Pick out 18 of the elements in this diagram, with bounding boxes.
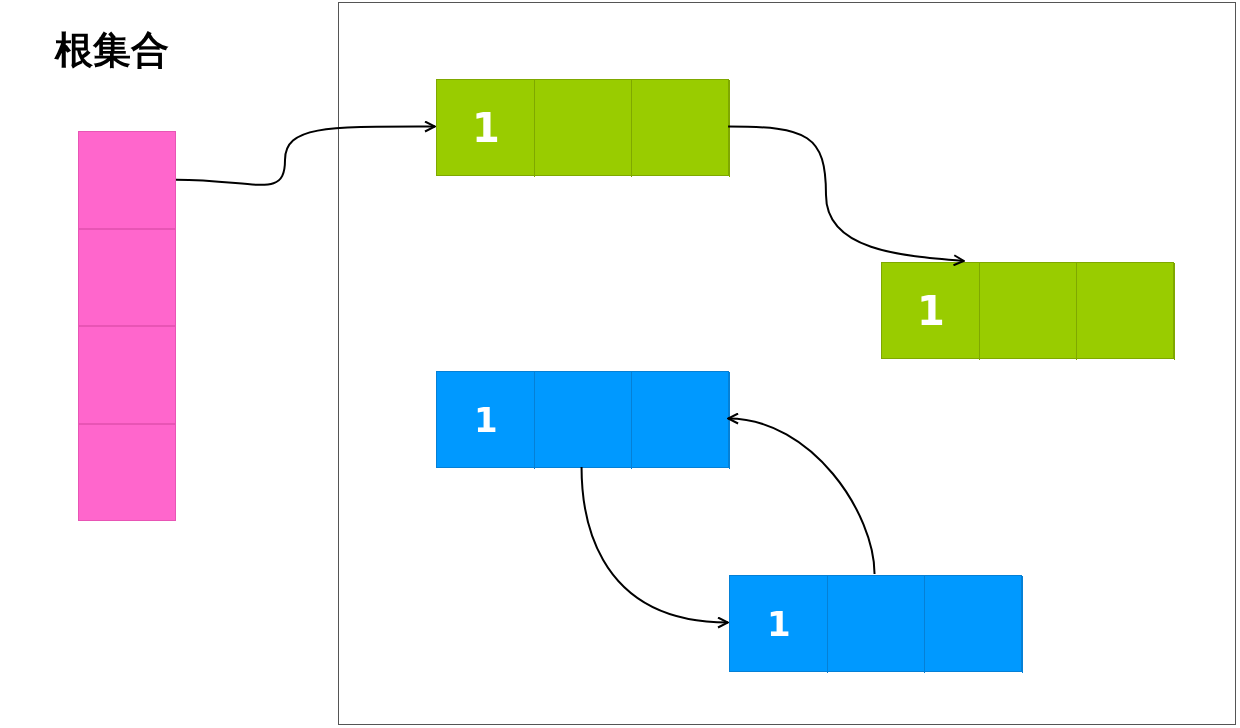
ref-count: 1 [766,603,792,646]
object-block [436,79,729,176]
ref-count: 1 [473,399,499,442]
heap-panel [338,2,1236,725]
object-block [729,575,1022,672]
reference-arrow [727,125,965,267]
reference-arrow [580,466,729,628]
root-slot [78,228,176,326]
object-block [881,262,1174,359]
reference-arrow [175,120,436,186]
root-slot [78,326,176,424]
root-slot [78,131,176,229]
group-heading: 根集合 [55,28,169,74]
reference-arrow [727,413,876,575]
ref-count: 1 [915,287,946,336]
ref-count: 1 [470,104,501,153]
root-slot [78,423,176,521]
object-block [436,371,729,468]
